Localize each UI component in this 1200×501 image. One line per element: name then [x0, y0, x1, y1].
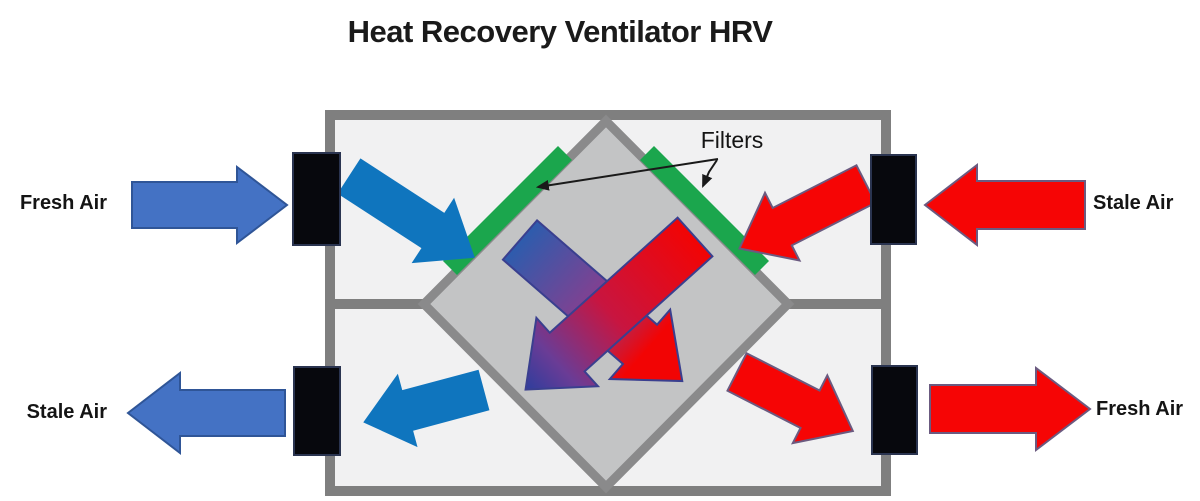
label-fresh-air-out: Fresh Air — [1096, 398, 1184, 420]
filters-pointer-left — [535, 158, 719, 191]
port-bottom-left — [293, 366, 341, 456]
stale-air-out-arrow — [126, 370, 286, 456]
stale-air-in-arrow — [923, 162, 1086, 248]
port-top-right — [870, 154, 917, 245]
fresh-intake-arrow-inner — [337, 158, 475, 264]
filters-pointer-right — [702, 159, 718, 188]
stale-intake-arrow-inner — [738, 163, 877, 262]
page-title: Heat Recovery Ventilator HRV — [347, 14, 773, 49]
fresh-exhaust-arrow-inner — [726, 351, 855, 445]
exchange-arrow-stale — [524, 216, 714, 391]
filter-strip-right — [640, 146, 769, 275]
label-fresh-air-in: Fresh Air — [19, 192, 107, 214]
port-top-left — [292, 152, 341, 246]
label-stale-air-in: Stale Air — [1093, 192, 1174, 214]
port-bottom-right — [871, 365, 918, 455]
label-stale-air-out: Stale Air — [26, 401, 107, 423]
label-filters: Filters — [700, 127, 764, 153]
stale-exhaust-arrow-inner — [363, 369, 490, 448]
filter-strip-left — [443, 146, 572, 275]
fresh-air-in-arrow — [131, 164, 289, 246]
fresh-air-out-arrow — [929, 365, 1092, 453]
